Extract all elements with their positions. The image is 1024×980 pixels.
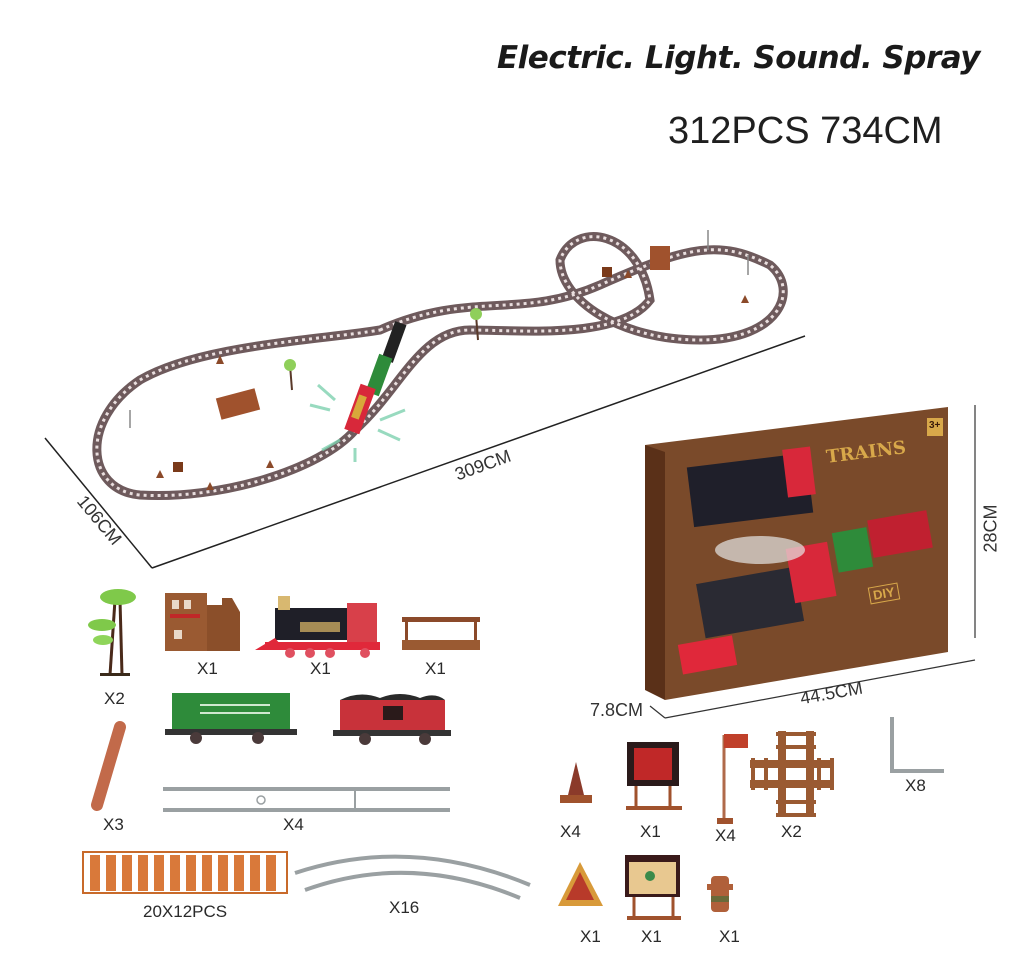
- palm-tree-part-icon: [88, 589, 136, 676]
- billboard-picture-part-icon: [625, 855, 681, 920]
- straight-rail-part-icon: [163, 787, 450, 812]
- traffic-cone-part-icon: [560, 762, 592, 803]
- qty-rail-connector: X8: [905, 776, 926, 795]
- qty-station-building: X1: [197, 659, 218, 678]
- box-depth-label: 7.8CM: [590, 700, 644, 720]
- sleeper-sheet-part-icon: [82, 851, 288, 894]
- green-livestock-car-part-icon: [165, 693, 297, 744]
- qty-sleeper-sheet: 20X12PCS: [143, 902, 228, 921]
- box-depth-dimension-line: [649, 705, 666, 719]
- warning-sign-part-icon: [558, 862, 603, 906]
- fire-hydrant-part-icon: [707, 876, 733, 912]
- qty-flag-pole: X4: [715, 826, 736, 845]
- qty-cross-track: X2: [781, 822, 802, 841]
- box-width-dimension-line: [664, 659, 976, 719]
- qty-platform-bench: X1: [425, 659, 446, 678]
- qty-fire-hydrant: X1: [719, 927, 740, 946]
- qty-wood-log: X3: [103, 815, 124, 834]
- station-building-part-icon: [165, 593, 240, 651]
- qty-curved-rail: X16: [389, 898, 420, 917]
- red-coal-car-part-icon: [333, 694, 451, 745]
- wood-log-part-icon: [91, 721, 126, 811]
- qty-warning-sign: X1: [580, 927, 601, 946]
- pieces-length-summary: 312PCS 734CM: [668, 110, 943, 152]
- product-box-illustration: [645, 405, 976, 719]
- train-on-track: [309, 321, 407, 462]
- curved-rail-part-icon: [294, 854, 531, 900]
- box-height-label: 28CM: [980, 504, 1001, 553]
- length-dimension-line: [151, 335, 806, 569]
- width-dimension-line: [44, 437, 153, 569]
- qty-straight-rail: X4: [283, 815, 304, 834]
- parts-illustrations: [82, 589, 944, 920]
- figure-eight-track: [92, 232, 788, 501]
- platform-bench-part-icon: [402, 617, 480, 650]
- qty-steam-locomotive: X1: [310, 659, 331, 678]
- steam-locomotive-part-icon: [255, 596, 380, 658]
- qty-billboard-picture: X1: [641, 927, 662, 946]
- billboard-red-part-icon: [626, 742, 682, 810]
- qty-traffic-cone: X4: [560, 822, 581, 841]
- scenery-items: [129, 230, 749, 490]
- cross-track-part-icon: [750, 731, 834, 817]
- qty-palm-tree: X2: [104, 689, 125, 708]
- flag-pole-part-icon: [717, 734, 748, 824]
- features-headline: Electric. Light. Sound. Spray: [497, 40, 980, 76]
- qty-billboard-red: X1: [640, 822, 661, 841]
- box-age-badge: 3+: [929, 420, 941, 431]
- palm-tree-icon: [284, 308, 482, 391]
- rail-connector-part-icon: [890, 717, 944, 773]
